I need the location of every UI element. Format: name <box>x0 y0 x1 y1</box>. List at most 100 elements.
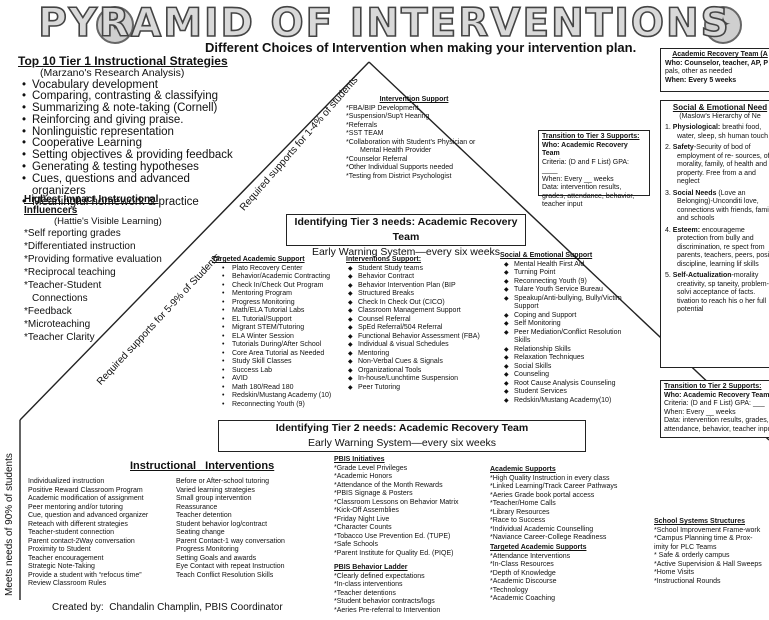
tier2-band: Identifying Tier 2 needs: Academic Recov… <box>218 420 586 452</box>
list-item: Before or After-school tutoring <box>176 478 269 485</box>
transition-tier2-criteria: Criteria: (D and F List) GPA: ___ <box>664 400 765 407</box>
list-item: *FBA/BIP Development <box>346 104 419 112</box>
list-item: Reteach with different strategies <box>28 520 128 528</box>
list-item: Self Monitoring <box>504 320 630 329</box>
instructional-heading: Instructional Interventions <box>130 460 275 472</box>
list-item: Proximity to Student <box>28 546 91 553</box>
list-item: Setting objectives & providing feedback <box>22 149 238 162</box>
tier2-sub: Early Warning System—every six weeks <box>307 437 497 449</box>
list-item: *Race to Success <box>490 517 546 524</box>
academic-recovery-box: Academic Recovery Team (A Who: Counselor… <box>660 48 769 92</box>
tier1-heading: Top 10 Tier 1 Instructional Strategies <box>18 54 228 68</box>
tier1-source: (Marzano's Research Analysis) <box>40 67 185 79</box>
list-item: Non-Verbal Cues & Signals <box>348 358 496 367</box>
interventions-support-section: Interventions Support: Student Study tea… <box>346 256 496 392</box>
list-item: Vocabulary development <box>22 79 238 92</box>
list-item: Math/ELA Tutorial Labs <box>222 307 342 316</box>
list-item: 4. Esteem: encourageme protection from b… <box>665 226 769 268</box>
page-subtitle: Different Choices of Intervention when m… <box>205 40 637 55</box>
tier3-sub: Early Warning System—every six weeks <box>311 246 501 258</box>
list-item: *Microteaching <box>24 319 91 330</box>
list-item: Mental Health First Aid <box>504 261 630 270</box>
list-item: Behavior/Academic Contracting <box>222 273 342 282</box>
list-item: Academic modification of assignment <box>28 495 144 502</box>
intervention-support-heading: Intervention Support <box>379 96 449 103</box>
targeted-academic-section: Targeted Academic Support Plato Recovery… <box>212 256 342 409</box>
transition-tier3-box: Transition to Tier 3 Supports: Who: Acad… <box>538 130 650 208</box>
list-item: Progress Monitoring <box>222 299 342 308</box>
list-item: Relationship Skills <box>504 346 630 355</box>
targeted-supports-section: Targeted Academic Supports *Attendance I… <box>490 544 640 604</box>
list-item: Success Lab <box>222 367 342 376</box>
list-item: EL Tutorial/Support <box>222 316 342 325</box>
list-item: *PBIS Signage & Posters <box>334 490 413 497</box>
list-item: Reconnecting Youth (9) <box>504 278 630 287</box>
page-title: PYRAMID OF INTERVENTIONS <box>37 1 731 47</box>
list-item: Peer Mediation/Conflict Resolution Skill… <box>504 329 630 346</box>
list-item: *Library Resources <box>490 508 550 516</box>
list-item: *Parent Institute for Quality Ed. (PIQE) <box>334 549 454 557</box>
list-item: *Naviance Career-College Readiness <box>490 534 607 541</box>
transition-tier2-heading: Transition to Tier 2 Supports: <box>664 383 762 390</box>
pbis-ladder-heading: PBIS Behavior Ladder <box>334 564 408 571</box>
transition-tier2-data: Data: intervention results, grades, atte… <box>664 417 769 433</box>
list-item: Mentoring Program <box>222 290 342 299</box>
targeted-academic-heading: Targeted Academic Support <box>212 256 305 263</box>
left-emblem-icon: ✦ <box>96 6 134 44</box>
list-item: Reassurance <box>176 503 218 511</box>
list-item: Progress Monitoring <box>176 546 239 553</box>
list-item: Tutorials During/After School <box>222 341 342 350</box>
list-item: Review Classroom Rules <box>28 580 107 587</box>
influencers-heading: Highest Impact Instructional Influencers <box>24 194 159 216</box>
list-item: *Differentiated instruction <box>24 241 136 252</box>
transition-tier2-who: Who: Academic Recovery Team <box>664 391 769 399</box>
list-item: Functional Behavior Assessment (FBA) <box>348 333 496 342</box>
list-item: Generating & testing hypotheses <box>22 161 238 174</box>
list-item: *Collaboration with Student's Physician … <box>346 138 476 146</box>
list-item: 1. Physiological: breathi food, water, s… <box>665 124 769 140</box>
list-item: *Teacher-Student <box>24 280 102 291</box>
list-item: Cues, questions and advanced organizers <box>22 173 238 198</box>
social-emotional-section: Social & Emotional Support Mental Health… <box>500 252 630 405</box>
list-item: *Safe Schools <box>334 541 378 548</box>
tier1-section: Top 10 Tier 1 Instructional Strategies (… <box>18 54 238 209</box>
list-item: Mental Health Provider <box>360 147 432 154</box>
list-item: Organizational Tools <box>348 367 496 376</box>
list-item: Student Study teams <box>348 265 496 274</box>
list-item: *Providing formative evaluation <box>24 254 162 265</box>
list-item: *Teacher/Home Calls <box>490 500 556 507</box>
list-item: Teacher encouragement <box>28 554 104 562</box>
influencers-section: Highest Impact Instructional Influencers… <box>24 194 194 344</box>
instructional-col2: Before or After-school tutoring Varied l… <box>176 478 326 580</box>
list-item: Summarizing & note-taking (Cornell) <box>22 102 238 115</box>
maslow-heading: Social & Emotional Need <box>672 103 768 112</box>
side-label-bottom: Meets needs of 90% of students <box>4 453 15 596</box>
academic-recovery-who: Who: Counselor, teacher, AP, P <box>665 59 769 67</box>
academic-supports-section: Academic Supports *High Quality Instruct… <box>490 466 640 543</box>
maslow-source: (Maslow's Hierarchy of Ne <box>679 112 761 120</box>
list-item: *Self reporting grades <box>24 228 121 239</box>
list-item: 5. Self-Actualization-morality creativit… <box>665 272 769 313</box>
list-item: *Linked Learning/Track Career Pathways <box>490 483 618 490</box>
list-item: Setting Goals and awards <box>176 554 257 562</box>
list-item: Nonlinguistic representation <box>22 126 238 139</box>
school-systems-heading: School Systems Structures <box>654 518 746 525</box>
list-item: *School Improvement Frame-work <box>654 526 761 534</box>
school-systems-section: School Systems Structures *School Improv… <box>654 518 766 586</box>
list-item: *Individual Academic Counselling <box>490 525 594 533</box>
list-item: *Kick-Off Assemblies <box>334 507 399 514</box>
list-item: *Feedback <box>24 306 72 317</box>
list-item: Root Cause Analysis Counseling <box>504 380 630 389</box>
footer-credit: Created by: Chandalin Champlin, PBIS Coo… <box>52 602 283 613</box>
list-item: Eye Contact with repeat Instruction <box>176 563 285 570</box>
list-item: Comparing, contrasting & classifying <box>22 90 238 103</box>
list-item: *Academic Discourse <box>490 578 557 585</box>
list-item: *In-class interventions <box>334 581 403 588</box>
list-item: Classroom Management Support <box>348 307 496 316</box>
academic-recovery-when: When: Every 5 weeks <box>665 76 737 84</box>
list-item: *Depth of Knowledge <box>490 569 556 577</box>
transition-tier3-criteria: Criteria: (D and F List) GPA: ____ <box>542 158 630 175</box>
pbis-heading: PBIS Initiatives <box>334 456 385 463</box>
list-item: Parent Contact-1 way conversation <box>176 537 285 545</box>
